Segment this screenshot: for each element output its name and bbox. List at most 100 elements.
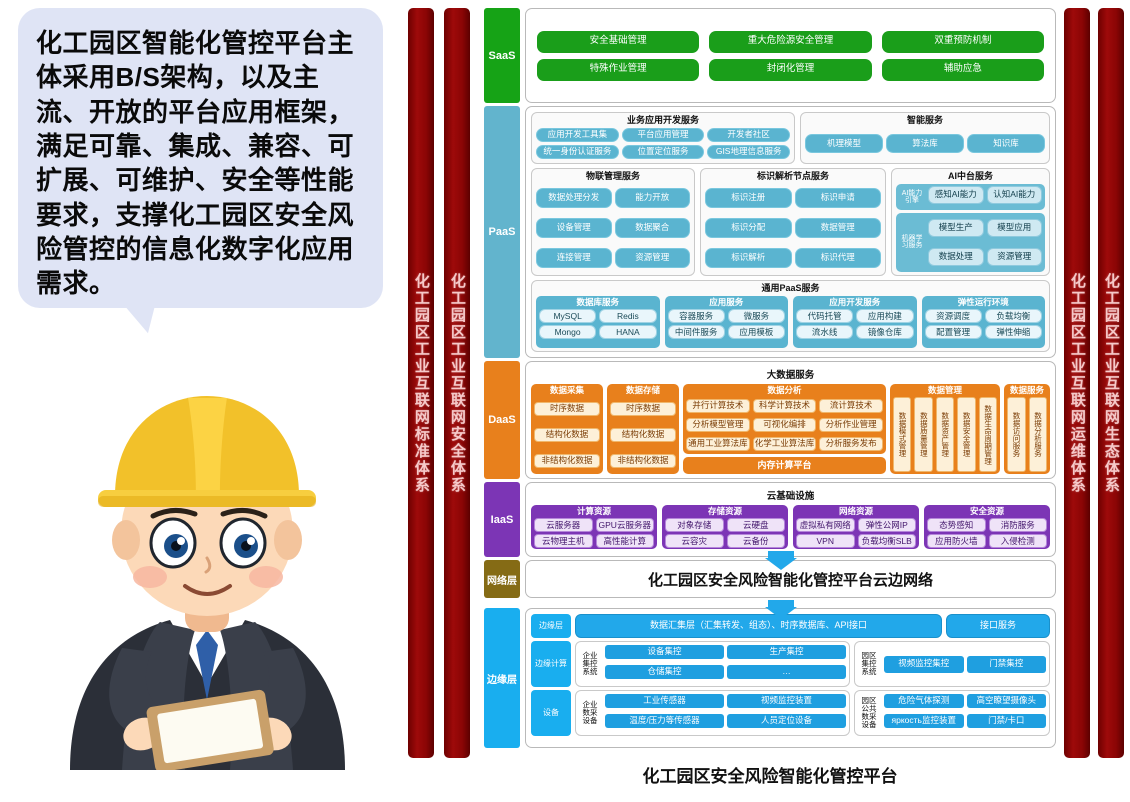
ai-ml-item[interactable]: 资源管理 <box>986 247 1042 266</box>
ident-item[interactable]: 标识申请 <box>794 187 881 208</box>
saas-app-item[interactable]: 双重预防机制 <box>881 30 1044 53</box>
iot-item[interactable]: 数据聚合 <box>614 217 690 238</box>
iaas-item[interactable]: 弹性公网IP <box>857 518 916 533</box>
common-paas-item[interactable]: Mongo <box>539 325 597 340</box>
data-store-item[interactable]: 结构化数据 <box>610 427 676 442</box>
iaas-item[interactable]: 云服务器 <box>534 518 593 533</box>
data-analysis-item[interactable]: 分析模型管理 <box>686 417 750 432</box>
data-analysis-item[interactable]: 化学工业算法库 <box>752 436 817 451</box>
device-item[interactable]: 工业传感器 <box>605 694 724 708</box>
common-paas-item[interactable]: 容器服务 <box>667 309 725 324</box>
edge-compute-item[interactable]: … <box>727 665 846 679</box>
common-paas-item[interactable]: 应用构建 <box>856 309 914 324</box>
iaas-item[interactable]: 消防服务 <box>988 518 1047 533</box>
data-collect-item[interactable]: 结构化数据 <box>534 427 600 442</box>
memory-computing-platform[interactable]: 内存计算平台 <box>683 457 886 474</box>
common-paas-item[interactable]: 弹性伸缩 <box>984 325 1042 340</box>
ai-ml-item[interactable]: 模型应用 <box>986 219 1042 238</box>
iaas-item[interactable]: 应用防火墙 <box>927 534 986 549</box>
biz-dev-item[interactable]: GIS地理信息服务 <box>707 144 790 159</box>
biz-dev-item[interactable]: 开发者社区 <box>707 127 790 142</box>
saas-app-item[interactable]: 重大危险源安全管理 <box>709 30 872 53</box>
iaas-item[interactable]: 云备份 <box>726 534 785 549</box>
common-paas-item[interactable]: 代码托管 <box>796 309 854 324</box>
iot-item[interactable]: 数据处理分发 <box>536 187 612 208</box>
device-item[interactable]: 温度/压力等传感器 <box>605 714 724 728</box>
data-store-item[interactable]: 时序数据 <box>610 401 676 416</box>
iaas-item[interactable]: 对象存储 <box>665 518 724 533</box>
data-service-item[interactable]: 数据访问服务 <box>1007 397 1026 472</box>
common-paas-item[interactable]: 中间件服务 <box>667 325 725 340</box>
device-item[interactable]: 视频监控装置 <box>727 694 846 708</box>
edge-data-aggregation-bar[interactable]: 数据汇集层（汇集转发、组态）、时序数据库、API接口 <box>575 614 942 638</box>
data-manage-item[interactable]: 数据资产管理 <box>935 397 955 472</box>
ai-ml-item[interactable]: 模型生产 <box>928 219 984 238</box>
data-analysis-item[interactable]: 科学计算技术 <box>752 398 817 413</box>
iaas-item[interactable]: 虚拟私有网络 <box>796 518 855 533</box>
device-item[interactable]: 人员定位设备 <box>727 714 846 728</box>
data-analysis-item[interactable]: 可视化编排 <box>752 417 817 432</box>
biz-dev-item[interactable]: 位置定位服务 <box>621 144 705 159</box>
iaas-item[interactable]: 云容灾 <box>665 534 724 549</box>
ident-item[interactable]: 标识注册 <box>705 187 792 208</box>
common-paas-item[interactable]: 配置管理 <box>924 325 982 340</box>
saas-app-item[interactable]: 封闭化管理 <box>709 58 872 81</box>
data-manage-item[interactable]: 数据生命周期管理 <box>978 397 998 472</box>
edge-compute-item[interactable]: 仓储集控 <box>605 665 724 679</box>
iaas-item[interactable]: 云硬盘 <box>726 518 785 533</box>
common-paas-item[interactable]: 微服务 <box>727 309 785 324</box>
edge-compute-park-item[interactable]: 视频监控集控 <box>884 655 964 673</box>
data-manage-item[interactable]: 数据模式管理 <box>893 397 912 472</box>
data-manage-item[interactable]: 数据质量管理 <box>914 397 933 472</box>
ident-item[interactable]: 标识分配 <box>705 217 792 238</box>
common-paas-item[interactable]: 资源调度 <box>924 309 982 324</box>
edge-compute-item[interactable]: 设备集控 <box>605 645 724 659</box>
biz-dev-item[interactable]: 平台应用管理 <box>621 127 705 142</box>
ident-item[interactable]: 标识代理 <box>794 247 881 268</box>
biz-dev-item[interactable]: 统一身份认证服务 <box>536 144 619 159</box>
iaas-item[interactable]: GPU云服务器 <box>595 518 654 533</box>
common-paas-item[interactable]: HANA <box>599 325 657 340</box>
smart-service-item[interactable]: 算法库 <box>886 134 964 154</box>
data-store-item[interactable]: 非结构化数据 <box>610 453 676 468</box>
common-paas-item[interactable]: MySQL <box>539 309 597 324</box>
data-analysis-item[interactable]: 分析服务发布 <box>819 436 883 451</box>
park-device-item[interactable]: 门禁/卡口 <box>966 714 1046 728</box>
ident-item[interactable]: 标识解析 <box>705 247 792 268</box>
data-analysis-item[interactable]: 通用工业算法库 <box>686 436 750 451</box>
common-paas-item[interactable]: 应用模板 <box>727 325 785 340</box>
iot-item[interactable]: 设备管理 <box>536 217 612 238</box>
iaas-item[interactable]: 云物理主机 <box>534 534 593 549</box>
iot-item[interactable]: 能力开放 <box>614 187 690 208</box>
data-collect-item[interactable]: 时序数据 <box>534 401 600 416</box>
data-analysis-item[interactable]: 并行计算技术 <box>686 398 750 413</box>
iaas-item[interactable]: 高性能计算 <box>595 534 654 549</box>
iaas-item[interactable]: 负载均衡SLB <box>857 534 916 549</box>
park-device-item[interactable]: 危险气体探测 <box>884 694 964 708</box>
edge-compute-item[interactable]: 生产集控 <box>727 645 846 659</box>
smart-service-item[interactable]: 知识库 <box>967 134 1045 154</box>
data-collect-item[interactable]: 非结构化数据 <box>534 453 600 468</box>
data-analysis-item[interactable]: 分析作业管理 <box>819 417 883 432</box>
iot-item[interactable]: 连接管理 <box>536 247 612 268</box>
park-device-item[interactable]: яркость监控装置 <box>884 714 964 728</box>
iaas-item[interactable]: 态势感知 <box>927 518 986 533</box>
data-manage-item[interactable]: 数据安全管理 <box>957 397 976 472</box>
iaas-item[interactable]: VPN <box>796 534 855 549</box>
park-device-item[interactable]: 高空瞭望摄像头 <box>966 694 1046 708</box>
edge-compute-park-item[interactable]: 门禁集控 <box>966 655 1046 673</box>
smart-service-item[interactable]: 机理模型 <box>805 134 883 154</box>
saas-app-item[interactable]: 特殊作业管理 <box>537 58 700 81</box>
saas-app-item[interactable]: 安全基础管理 <box>537 30 700 53</box>
common-paas-item[interactable]: 流水线 <box>796 325 854 340</box>
common-paas-item[interactable]: Redis <box>599 309 657 324</box>
common-paas-item[interactable]: 镜像仓库 <box>856 325 914 340</box>
iaas-item[interactable]: 入侵检测 <box>988 534 1047 549</box>
common-paas-item[interactable]: 负载均衡 <box>984 309 1042 324</box>
ident-item[interactable]: 数据管理 <box>794 217 881 238</box>
ai-engine-item[interactable]: 认知AI能力 <box>986 185 1042 204</box>
edge-api-service[interactable]: 接口服务 <box>946 614 1050 638</box>
data-service-item[interactable]: 数据分析服务 <box>1028 397 1047 472</box>
ai-ml-item[interactable]: 数据处理 <box>928 247 984 266</box>
biz-dev-item[interactable]: 应用开发工具集 <box>536 127 619 142</box>
